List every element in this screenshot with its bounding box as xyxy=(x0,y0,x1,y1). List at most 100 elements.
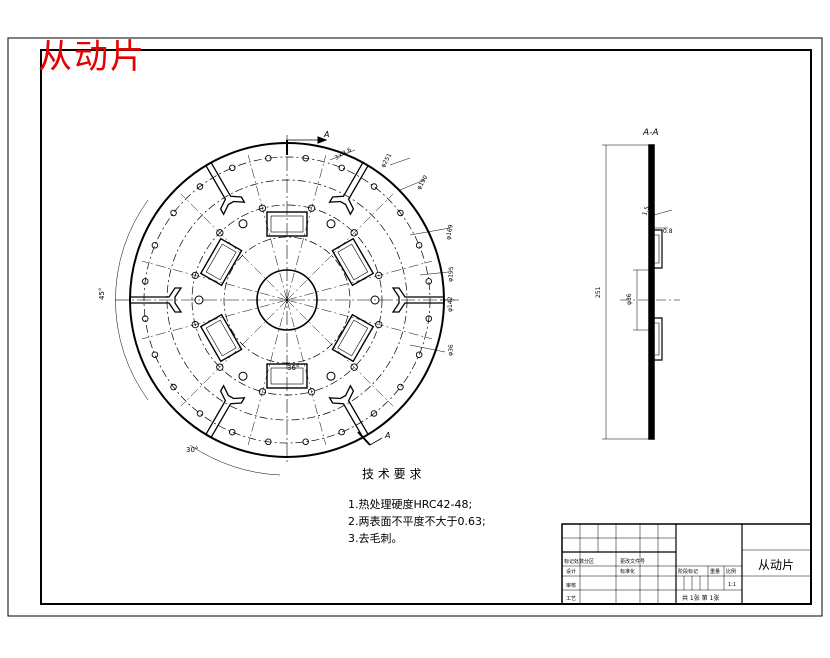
weight-label: 重量 xyxy=(710,568,720,575)
tech-req-item-1: 1.热处理硬度HRC42-48; xyxy=(348,497,472,511)
window-outer xyxy=(331,237,375,287)
construction-ray xyxy=(247,299,288,445)
slot-outline xyxy=(328,384,369,438)
window-inner xyxy=(270,367,304,385)
window-outer xyxy=(266,363,308,389)
inner-frame xyxy=(40,49,812,605)
construction-ray xyxy=(180,299,288,407)
title-row-3: 审核 xyxy=(566,582,576,589)
dim-bolt: φ190 xyxy=(416,174,430,191)
section-mark-top-label: A xyxy=(323,130,329,139)
rivet-hole xyxy=(415,242,423,249)
inner-hole xyxy=(216,229,224,237)
dim-lines xyxy=(115,149,455,476)
sheet-count: 共 1张 第 1张 xyxy=(682,594,719,602)
construction-ray xyxy=(286,299,432,340)
slot-outline xyxy=(130,287,183,313)
construction-ray xyxy=(286,155,327,301)
spring-window xyxy=(199,313,243,363)
window-outer xyxy=(266,211,308,237)
inner-hole xyxy=(191,320,199,329)
side-dim-height: 251 xyxy=(595,286,602,298)
rivet-hole xyxy=(229,164,236,172)
dim-inner: φ195 xyxy=(447,266,455,282)
watermark-title: 从动片 xyxy=(38,37,146,77)
dim-hub: φ142 xyxy=(447,296,454,312)
rivet-hole xyxy=(425,278,433,285)
dim-angle-left: 45° xyxy=(98,288,106,300)
stop-hole xyxy=(326,219,336,229)
title-row-2: 设计 xyxy=(566,568,576,575)
radial-slot xyxy=(328,162,369,216)
front-view xyxy=(115,135,460,462)
rivet-hole xyxy=(338,428,345,436)
title-row-4: 工艺 xyxy=(566,596,576,602)
side-dim-hole: φ36 xyxy=(626,293,633,305)
stop-hole xyxy=(194,295,204,305)
view-label: A-A xyxy=(642,128,659,138)
dim-angle-small: 36° xyxy=(287,364,299,372)
slot-outline xyxy=(391,287,444,313)
rivet-hole xyxy=(397,209,404,217)
rivet-hole xyxy=(302,154,309,162)
construction-ray xyxy=(286,299,394,407)
radial-slot xyxy=(205,384,246,438)
window-inner xyxy=(337,243,369,281)
construction-ray xyxy=(247,155,288,301)
rivet-hole xyxy=(229,428,236,436)
inner-hole xyxy=(258,204,267,212)
title-block xyxy=(561,523,812,605)
stop-hole xyxy=(326,371,336,381)
rivet-hole xyxy=(370,183,378,190)
rivet-hole xyxy=(265,154,272,162)
construction-ray xyxy=(142,260,288,301)
title-row-2-extra: 标准化 xyxy=(620,568,635,575)
stage-label: 阶段标记 xyxy=(678,568,698,575)
rivet-hole xyxy=(415,351,423,358)
section-mark-bottom-label: A xyxy=(384,431,390,440)
spring-window xyxy=(266,211,308,237)
side-view xyxy=(602,144,680,440)
rivet-hole xyxy=(196,410,204,417)
construction-ray xyxy=(286,299,327,445)
spring-window xyxy=(266,363,308,389)
window-outer xyxy=(331,313,375,363)
rivet-hole xyxy=(196,183,204,190)
part-name: 从动片 xyxy=(758,558,794,572)
construction-ray xyxy=(286,193,394,301)
inner-hole xyxy=(350,229,358,237)
rivet-hole xyxy=(302,438,309,446)
dim-angle-top: 3×3.6 xyxy=(334,146,354,161)
side-dim-thick1: 1.5 xyxy=(641,205,651,217)
rivet-hole xyxy=(170,209,177,217)
slot-outline xyxy=(205,162,246,216)
dim-mid: φ169 xyxy=(445,224,455,241)
rivet-hole xyxy=(370,410,378,417)
inner-hole xyxy=(375,271,383,280)
window-inner xyxy=(337,319,369,357)
rivet-hole xyxy=(151,242,159,249)
side-dim-thick2: 0.8 xyxy=(663,228,673,235)
inner-hole xyxy=(375,320,383,329)
inner-hole xyxy=(307,388,316,396)
tech-req-item-3: 3.去毛刺。 xyxy=(348,532,403,545)
stop-hole xyxy=(370,295,380,305)
radial-slot xyxy=(328,384,369,438)
dim-outer: φ251 xyxy=(380,152,394,169)
spring-window xyxy=(331,313,375,363)
rivet-hole xyxy=(397,383,404,391)
tech-req-title: 技 术 要 求 xyxy=(362,467,421,481)
spring-window xyxy=(199,237,243,287)
inner-hole xyxy=(191,271,199,280)
title-row-1: 标记处数分区 xyxy=(564,558,594,565)
rivet-hole xyxy=(151,351,159,358)
window-outer xyxy=(199,313,243,363)
section-mark-bottom xyxy=(357,431,383,446)
inner-hole xyxy=(350,363,358,371)
stop-hole xyxy=(238,219,248,229)
stop-hole xyxy=(238,371,248,381)
slot-outline xyxy=(328,162,369,216)
window-inner xyxy=(205,243,237,281)
